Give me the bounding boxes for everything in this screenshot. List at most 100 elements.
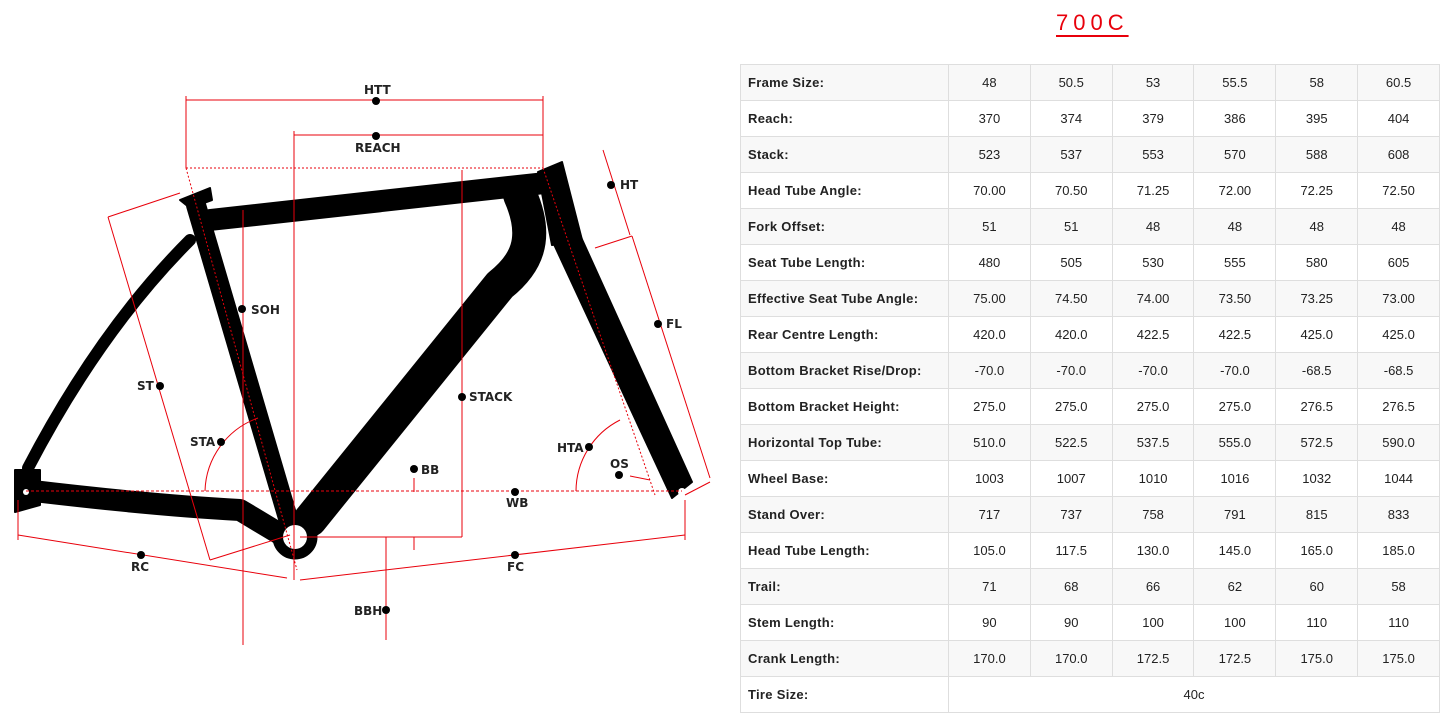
table-cell: 62: [1193, 568, 1277, 605]
table-cell: 165.0: [1275, 532, 1359, 569]
table-cell: 170.0: [1029, 640, 1113, 677]
table-cell: 570: [1193, 136, 1277, 173]
table-cell: 420.0: [948, 316, 1031, 353]
row-label: Tire Size:: [740, 676, 949, 713]
bike-frame: [14, 161, 693, 560]
table-cell: 275.0: [1029, 388, 1113, 425]
table-cell: 523: [948, 136, 1031, 173]
row-label: Effective Seat Tube Angle:: [740, 280, 949, 317]
table-cell: 40c: [948, 676, 1440, 713]
table-cell: 1010: [1111, 460, 1195, 497]
table-cell: 73.00: [1357, 280, 1440, 317]
table-cell: 70.50: [1029, 172, 1113, 209]
table-cell: 71.25: [1111, 172, 1195, 209]
table-cell: 537.5: [1111, 424, 1195, 461]
label-fc: FC: [507, 560, 524, 574]
table-cell: 522.5: [1029, 424, 1113, 461]
table-cell: 66: [1111, 568, 1195, 605]
table-cell: -70.0: [1193, 352, 1277, 389]
table-cell: 588: [1275, 136, 1359, 173]
bottom-bracket-shell: [283, 525, 307, 549]
table-cell: 72.25: [1275, 172, 1359, 209]
table-cell: 276.5: [1357, 388, 1440, 425]
table-cell: -68.5: [1357, 352, 1440, 389]
table-cell: 758: [1111, 496, 1195, 533]
label-os: OS: [610, 457, 629, 471]
table-cell: 50.5: [1029, 64, 1113, 101]
table-cell: 72.50: [1357, 172, 1440, 209]
row-label: Bottom Bracket Rise/Drop:: [740, 352, 949, 389]
table-cell: 555.0: [1193, 424, 1277, 461]
label-bb: BB: [421, 463, 439, 477]
label-ht: HT: [620, 178, 639, 192]
table-cell: 1016: [1193, 460, 1277, 497]
table-cell: 580: [1275, 244, 1359, 281]
table-cell: 608: [1357, 136, 1440, 173]
table-cell: -70.0: [948, 352, 1031, 389]
table-cell: 60: [1275, 568, 1359, 605]
table-cell: 51: [1029, 208, 1113, 245]
table-cell: 422.5: [1193, 316, 1277, 353]
table-cell: 480: [948, 244, 1031, 281]
table-cell: 420.0: [1029, 316, 1113, 353]
table-cell: 537: [1029, 136, 1113, 173]
table-cell: -68.5: [1275, 352, 1359, 389]
table-cell: 175.0: [1275, 640, 1359, 677]
table-cell: 275.0: [1193, 388, 1277, 425]
label-stack: STACK: [469, 390, 513, 404]
table-cell: 374: [1029, 100, 1113, 137]
dimension-lines: [17, 96, 711, 645]
table-cell: 1032: [1275, 460, 1359, 497]
table-cell: 422.5: [1111, 316, 1195, 353]
dimension-markers: [137, 97, 662, 614]
table-cell: 172.5: [1111, 640, 1195, 677]
table-cell: 100: [1193, 604, 1277, 641]
table-cell: 105.0: [948, 532, 1031, 569]
table-row: Bottom Bracket Rise/Drop:-70.0-70.0-70.0…: [740, 352, 1440, 389]
table-cell: 276.5: [1275, 388, 1359, 425]
table-cell: 48: [1111, 208, 1195, 245]
table-cell: 48: [1275, 208, 1359, 245]
row-label: Trail:: [740, 568, 949, 605]
table-cell: -70.0: [1029, 352, 1113, 389]
table-cell: 425.0: [1275, 316, 1359, 353]
table-cell: 110: [1275, 604, 1359, 641]
table-cell: 71: [948, 568, 1031, 605]
table-cell: 90: [948, 604, 1031, 641]
table-cell: 110: [1357, 604, 1440, 641]
table-cell: 48: [1193, 208, 1277, 245]
table-cell: 510.0: [948, 424, 1031, 461]
table-cell: 75.00: [948, 280, 1031, 317]
row-label: Fork Offset:: [740, 208, 949, 245]
row-label: Reach:: [740, 100, 949, 137]
table-cell: 833: [1357, 496, 1440, 533]
table-cell: 48: [948, 64, 1031, 101]
table-cell: 553: [1111, 136, 1195, 173]
label-bbh: BBH: [354, 604, 382, 618]
row-label: Crank Length:: [740, 640, 949, 677]
table-cell: 74.00: [1111, 280, 1195, 317]
table-cell: 1007: [1029, 460, 1113, 497]
table-cell: 48: [1357, 208, 1440, 245]
table-cell: 90: [1029, 604, 1113, 641]
table-cell: 60.5: [1357, 64, 1440, 101]
table-cell: 145.0: [1193, 532, 1277, 569]
label-reach: REACH: [355, 141, 401, 155]
table-cell: 170.0: [948, 640, 1031, 677]
label-soh: SOH: [251, 303, 280, 317]
table-cell: 68: [1029, 568, 1113, 605]
table-cell: 53: [1111, 64, 1195, 101]
table-cell: 58: [1275, 64, 1359, 101]
label-sta: STA: [190, 435, 216, 449]
table-cell: 737: [1029, 496, 1113, 533]
label-fl: FL: [666, 317, 682, 331]
